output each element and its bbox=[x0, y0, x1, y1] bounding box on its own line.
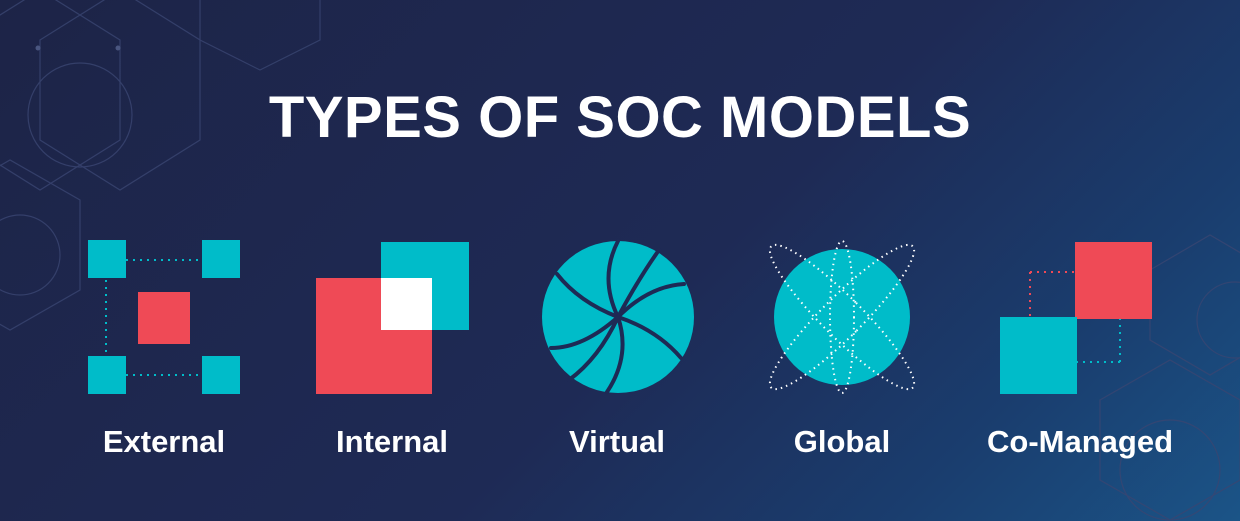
model-label-external: External bbox=[102, 424, 226, 459]
co-managed-squares-icon bbox=[1000, 242, 1152, 394]
external-squares-icon bbox=[88, 240, 240, 394]
global-orbit-icon bbox=[768, 240, 916, 394]
model-label-virtual: Virtual bbox=[569, 424, 665, 459]
model-label-co-managed: Co-Managed bbox=[987, 424, 1173, 459]
model-label-internal: Internal bbox=[336, 424, 448, 459]
page-title: TYPES OF SOC MODELS bbox=[268, 85, 972, 150]
internal-overlap-icon bbox=[316, 242, 469, 394]
model-label-global: Global bbox=[793, 424, 891, 459]
virtual-aperture-icon bbox=[542, 239, 694, 394]
